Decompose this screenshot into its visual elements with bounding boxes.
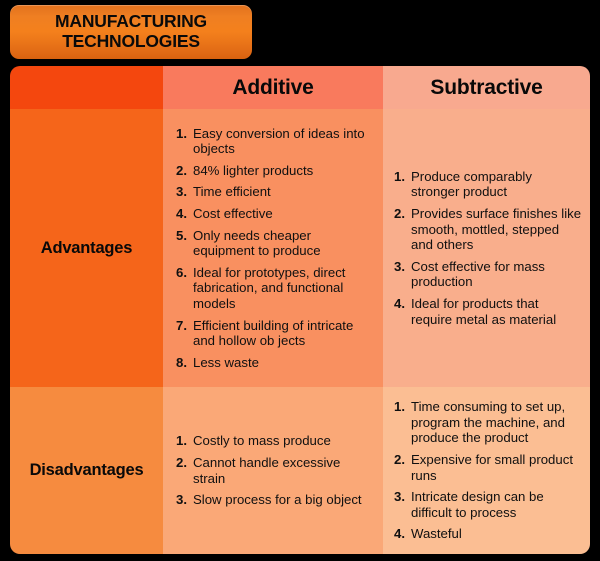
- list-advantages-subtractive: 1. Produce comparably stronger product 2.…: [394, 169, 582, 327]
- list-item-text: Costly to mass produce: [193, 433, 331, 449]
- list-item-number: 1.: [394, 399, 405, 415]
- column-header-subtractive: Subtractive: [383, 66, 590, 109]
- list-item-number: 5.: [176, 227, 187, 243]
- list-item: 4. Cost effective: [176, 206, 375, 222]
- list-item-number: 4.: [176, 206, 187, 222]
- list-item-text: Cannot handle excessive strain: [193, 454, 341, 486]
- table-corner-cell: [10, 66, 163, 109]
- list-item-text: Less waste: [193, 354, 259, 370]
- list-disadvantages-additive: 1. Costly to mass produce 2. Cannot handle…: [176, 433, 375, 507]
- title-banner: MANUFACTURING TECHNOLOGIES: [10, 5, 252, 59]
- list-item-number: 3.: [394, 258, 405, 274]
- list-item-text: Produce comparably stronger product: [411, 168, 532, 200]
- list-item-text: Slow process for a big object: [193, 492, 362, 508]
- list-item-number: 8.: [176, 354, 187, 370]
- comparison-table: Additive Subtractive Advantages 1. Easy c…: [10, 66, 590, 554]
- list-item-number: 4.: [394, 526, 405, 542]
- list-item-text: Efficient building of intricate and holl…: [193, 317, 354, 349]
- cell-advantages-additive: 1.Easy conversion of ideas into objects …: [163, 109, 383, 387]
- row-header-advantages: Advantages: [10, 109, 163, 387]
- list-item-number: 2.: [394, 206, 405, 222]
- list-item: 5. Only needs cheaper equipment to produc…: [176, 228, 375, 259]
- list-item-text: Intricate design can be difficult to pro…: [411, 489, 544, 520]
- list-item-text: Ideal for prototypes, direct fabrication…: [193, 264, 346, 311]
- list-item-text: Ideal for products that require metal as…: [411, 295, 557, 327]
- list-item-number: 2.: [176, 162, 187, 178]
- list-item-number: 2.: [394, 451, 405, 467]
- list-item-text: Expensive for small product runs: [411, 451, 573, 483]
- list-item-text: Time efficient: [193, 184, 271, 200]
- column-header-additive-label: Additive: [232, 75, 314, 99]
- row-header-disadvantages: Disadvantages: [10, 387, 163, 554]
- list-item: 1. Costly to mass produce: [176, 433, 375, 449]
- list-item-text: Time consuming to set up, program the ma…: [411, 399, 566, 446]
- list-item: 2. Cannot handle excessive strain: [176, 455, 375, 486]
- list-item: 3. Intricate design can be difficult to p…: [394, 489, 582, 520]
- list-item: 2. Provides surface finishes like smooth,…: [394, 206, 582, 253]
- list-item: 4. Wasteful: [394, 526, 582, 542]
- list-item-text: 84% lighter products: [193, 162, 314, 178]
- cell-disadvantages-subtractive: 1. Time consuming to set up, program the …: [383, 387, 590, 554]
- list-item-text: Wasteful: [411, 526, 462, 542]
- list-item: 1. Time consuming to set up, program the …: [394, 399, 582, 446]
- list-item-text: Cost effective for mass production: [411, 258, 545, 290]
- list-item-text: Easy conversion of ideas into objects: [193, 125, 365, 157]
- list-item-number: 1.: [176, 125, 187, 141]
- list-item: 4. Ideal for products that require metal …: [394, 296, 582, 327]
- column-header-additive: Additive: [163, 66, 383, 109]
- list-item: 1. Easy conversion of ideas into objects: [176, 126, 375, 157]
- list-advantages-additive: 1.Easy conversion of ideas into objects …: [176, 126, 375, 371]
- list-item-text: Only needs cheaper equipment to produce: [193, 227, 321, 259]
- cell-advantages-subtractive: 1. Produce comparably stronger product 2.…: [383, 109, 590, 387]
- row-header-disadvantages-label: Disadvantages: [29, 461, 144, 479]
- list-item-number: 3.: [176, 492, 187, 508]
- list-item: 3. Time efficient: [176, 184, 375, 200]
- list-item: 2. 84% lighter products: [176, 163, 375, 179]
- list-item-number: 3.: [394, 489, 405, 505]
- list-item-number: 4.: [394, 295, 405, 311]
- cell-disadvantages-additive: 1. Costly to mass produce 2. Cannot handle…: [163, 387, 383, 554]
- list-item: 8. Less waste: [176, 355, 375, 371]
- list-disadvantages-subtractive: 1. Time consuming to set up, program the …: [394, 399, 582, 542]
- row-header-advantages-label: Advantages: [40, 238, 133, 257]
- list-item: 7. Efficient building of intricate and ho…: [176, 318, 375, 349]
- list-item-number: 1.: [394, 168, 405, 184]
- list-item-number: 1.: [176, 433, 187, 449]
- page-title: MANUFACTURING TECHNOLOGIES: [55, 11, 207, 51]
- list-item: 3. Slow process for a big object: [176, 492, 375, 508]
- list-item: 1. Produce comparably stronger product: [394, 169, 582, 200]
- list-item-text: Cost effective: [193, 206, 273, 222]
- list-item-number: 7.: [176, 317, 187, 333]
- list-item-number: 3.: [176, 184, 187, 200]
- list-item: 6. Ideal for prototypes, direct fabricati…: [176, 265, 375, 312]
- list-item: 3. Cost effective for mass production: [394, 259, 582, 290]
- list-item-text: Provides surface finishes like smooth, m…: [411, 206, 582, 253]
- list-item-number: 6.: [176, 264, 187, 280]
- column-header-subtractive-label: Subtractive: [430, 75, 543, 99]
- list-item: 2. Expensive for small product runs: [394, 452, 582, 483]
- list-item-number: 2.: [176, 454, 187, 470]
